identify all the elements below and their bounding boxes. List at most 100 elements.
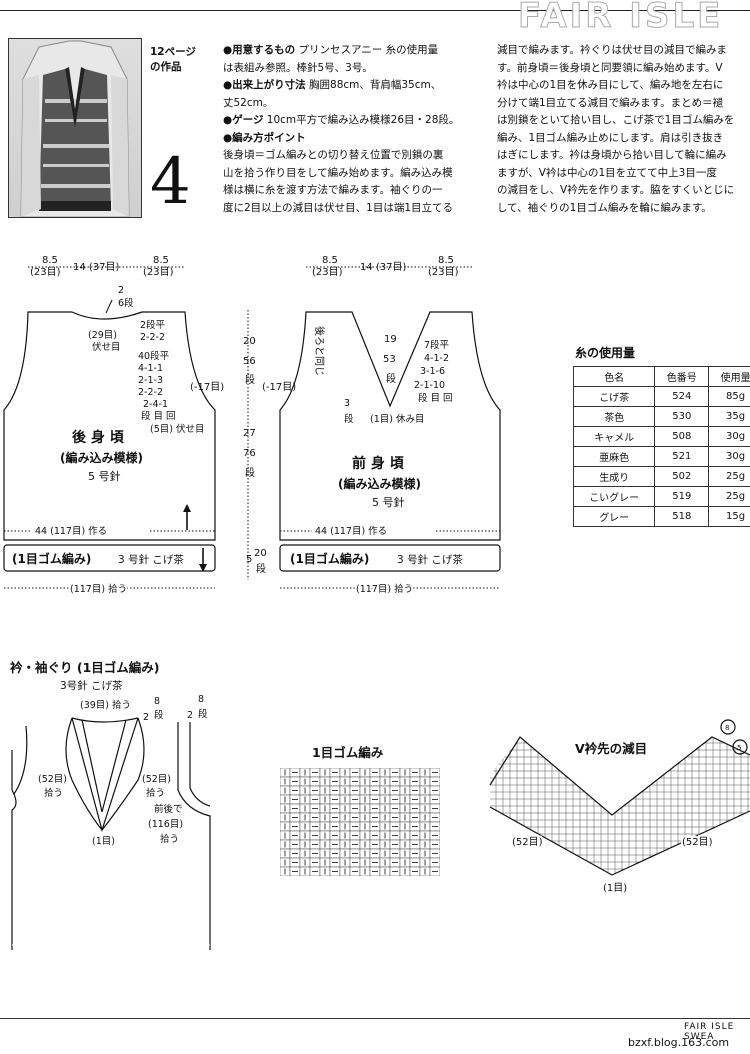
height-rib-unit: 段 [256,562,266,575]
back-arm-bind: (5目) 伏せ目 [150,423,204,435]
materials-text-1: プリンセスアニー 糸の使用量 [298,44,439,56]
gauge-text: 10cm平方で編み込み模様26目・28段。 [266,114,460,126]
back-body: 8.5 (23目) 14 (37目) 8.5 (23目) 2 6段 2段平 2-… [3,255,224,597]
materials-label: ●用意するもの [223,44,296,56]
yarn-header-color: 色名 [573,366,656,387]
v-chart-center-label: (1目) [603,883,627,894]
points-text-1: 後身頃＝ゴム編みとの切り替え位置で別鎖の裏 [223,149,444,161]
front-v-height: 19 [384,334,397,345]
instructions-line-6: 編み、1目ゴム編み止めにします。肩は引き抜き [497,131,724,144]
footer-rule [0,1018,750,1019]
collar-rows-a: 2 [143,712,149,723]
instructions-block: 減目で編みます。衿ぐりは伏せ目の減目で編みま す。前身頃＝後身頃と同要領に編み始… [497,42,750,217]
collar-pick-left-arc [65,717,103,831]
back-rib-arrow-head [199,564,207,572]
back-arm-dec-5: 2-4-1 [143,399,168,410]
rib-chart [280,768,440,876]
back-neck-rows-a: 2 [118,285,124,296]
body-pattern-diagram: 8.5 (23目) 14 (37目) 8.5 (23目) 2 6段 2段平 2-… [3,255,501,597]
yarn-header-number: 色番号 [654,366,710,387]
v-chart-left-label: (52目) [512,837,543,848]
front-shoulder-left-stitches: (23目) [312,267,343,278]
instructions-line-3: 衿は中心の1目を休み目にして、編み地を左右に [497,79,724,91]
height-armhole: 20 [243,336,256,347]
front-title: 前 身 頃 [352,455,405,472]
back-neck-pointer [105,299,113,314]
points-label: ●編み方ポイント [223,131,306,144]
back-shoulder-left-stitches: (23目) [30,267,61,278]
back-arm-dec-2: 4-1-1 [138,363,163,374]
front-arm-total-left: (-17目) [262,382,296,393]
collar-rows-a2: 8 [154,696,160,707]
back-neck-bind-b: 伏せ目 [92,341,121,353]
garment-photo [8,38,142,218]
collar-right-pick-b: 拾う [146,787,165,799]
header-rule [0,10,750,11]
front-rib-label: (1目ゴム編み) [290,551,369,566]
back-pick-label: (117目) 拾う [70,583,127,595]
rib-chart-grid [280,768,440,876]
collar-diagram: (39目) 拾う 2 8 段 2 8 段 (52目) 拾う (52目) 拾う (… [11,694,211,950]
collar-rows-b2: 8 [198,694,204,705]
size-text-2: 丈52cm。 [223,96,274,109]
back-pattern: (編み込み模様) [60,450,143,465]
materials-line: ●用意するもの プリンセスアニー 糸の使用量 [223,42,493,60]
middle-dimensions: 20 56 段 27 76 段 5 20 段 [243,310,267,580]
back-shoulder-left-width: 8.5 [42,255,58,266]
front-same-as-back: 後ろと同じ [313,326,326,376]
collar-needle: 3号針 こげ茶 [60,680,123,692]
item-number: 4 [150,145,191,219]
front-rib-band [279,544,501,572]
front-v-dec-1: 7段平 [424,339,450,351]
collar-right-armhole-outer [177,722,211,950]
back-shoulder-right-stitches: (23目) [143,267,174,278]
collar-left-pick-b: 拾う [44,787,63,799]
front-v-dec-2: 4-1-2 [424,353,449,364]
header-banner-text: FAIR ISLE SWEA [518,0,724,34]
collar-arm-pick-c: 拾う [160,833,179,845]
front-shoulder-left-width: 8.5 [322,255,338,266]
instructions-line-9: の減目をし、V衿先を作ります。脇をすくいとじに [497,184,735,196]
collar-right-pick: (52目) [142,774,171,785]
v-chart-title: V衿先の減目 [575,741,648,756]
v-chart-right-label: (52目) [682,837,713,848]
yarn-header-amount: 使用量 [708,366,750,387]
collar-title: 衿・袖ぐり (1目ゴム編み) [10,660,160,675]
back-knit-arrow-up-head [183,504,191,512]
instructions-line-1: 減目で編みます。衿ぐりは伏せ目の減目で編みま [497,44,727,56]
page-reference: 12ページ の作品 [150,44,196,76]
back-shoulder-right-width: 8.5 [153,255,169,266]
yarn-table-header: 色名 色番号 使用量 [573,366,750,387]
front-v-dec-3: 3-1-6 [420,366,445,377]
collar-v-inner [81,719,127,813]
materials-block: ●用意するもの プリンセスアニー 糸の使用量 は表組み参照。棒針5号、3号。 ●… [223,42,493,217]
v-chart-marker-b-label: 5 [737,744,741,752]
v-chart-marker-b [732,739,748,755]
page-ref-line2: の作品 [150,60,182,73]
front-v-unit: 段 [386,372,396,385]
back-arm-dec-6: 段 目 回 [141,410,176,422]
front-body: 8.5 (23目) 14 (37目) 8.5 (23目) 後ろと同じ (-17目… [262,255,501,597]
collar-left-armhole [13,725,28,795]
back-rib-needle: 3 号針 こげ茶 [118,553,184,566]
back-arm-dec-4: 2-2-2 [138,387,163,398]
v-chart-inner-edge [489,736,750,816]
instructions-line-8: ますが、V衿は中心の1目を立てて中上3目一度 [497,166,717,179]
back-needle: 5 号針 [88,469,121,483]
back-neck-dec-1: 2段平 [140,319,166,331]
collar-left-pick: (52目) [38,774,67,785]
v-chart-outer-edge [489,806,750,876]
collar-rows-b-unit: 段 [198,708,208,720]
points-text-3: 様は横に糸を渡す方法で編みます。袖ぐりの一 [223,184,443,196]
front-center-rest: (1目) 休み目 [370,413,424,425]
rib-chart-title: 1目ゴム編み [312,745,384,760]
height-armhole-unit: 段 [245,373,255,386]
collar-rows-b: 2 [187,710,193,721]
back-arm-total: (-17目) [190,382,224,393]
back-rib-band [3,544,216,572]
